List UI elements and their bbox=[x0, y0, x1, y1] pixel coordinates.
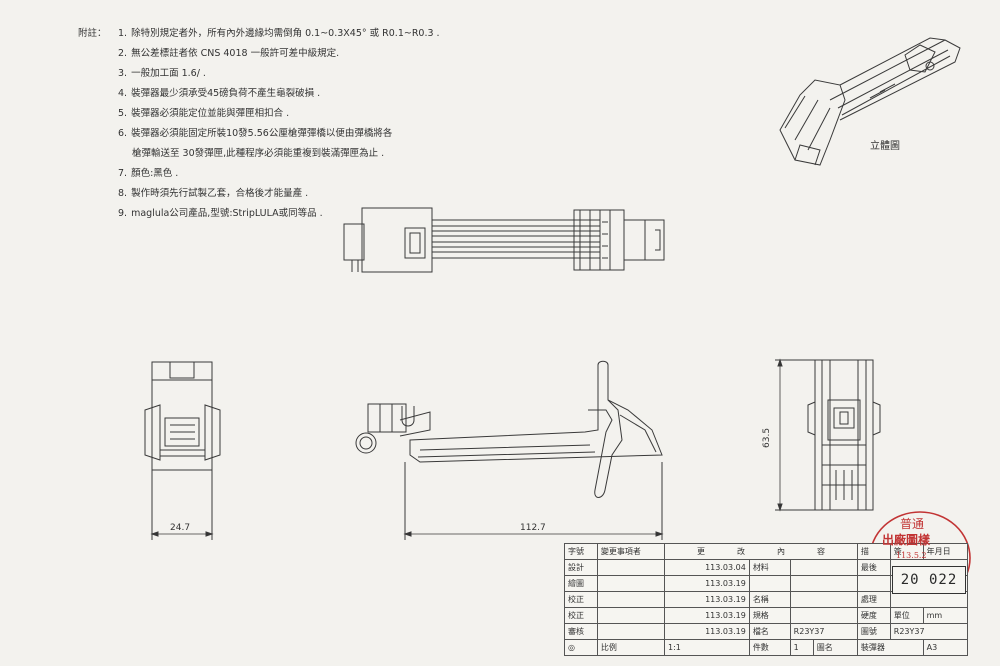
note-item: 6.裝彈器必須能固定所裝10發5.56公厘槍彈彈橋以便由彈橋將各槍彈輸送至 30… bbox=[118, 124, 598, 164]
note-text: 一般加工面 1.6/ . bbox=[131, 68, 206, 79]
stamp-line-1: 普通 bbox=[900, 517, 925, 531]
note-item: 2.無公差標註者依 CNS 4018 一般許可差中級規定. bbox=[118, 44, 598, 64]
unit-label-cell: 單位 bbox=[889, 607, 924, 624]
note-text: 裝彈器必須能定位並能與彈匣相扣合 . bbox=[131, 108, 290, 119]
note-number: 6. bbox=[118, 128, 128, 139]
date-cell: 113.03.19 bbox=[664, 623, 750, 640]
left-end-view bbox=[144, 361, 221, 540]
label-cell: 材料 bbox=[748, 559, 791, 576]
role-cell: 校正 bbox=[564, 607, 598, 624]
stamp-number: 20 022 bbox=[900, 572, 958, 588]
isometric-view-label: 立體圖 bbox=[870, 141, 900, 152]
isometric-view bbox=[779, 37, 961, 166]
note-number: 9. bbox=[118, 208, 128, 219]
notes-heading: 附註： bbox=[78, 28, 107, 39]
note-text: maglula公司產品,型號:StripLULA或同等品 . bbox=[131, 208, 323, 219]
drawing-notes: 附註： 1.除特別規定者外，所有內外邊緣均需倒角 0.1~0.3X45° 或 R… bbox=[78, 24, 598, 224]
right-label-cell: 處理 bbox=[856, 591, 891, 608]
note-text: 無公差標註者依 CNS 4018 一般許可差中級規定. bbox=[131, 48, 340, 59]
right-label-cell bbox=[856, 575, 891, 592]
note-item: 9.maglula公司產品,型號:StripLULA或同等品 . bbox=[118, 204, 598, 224]
qty-label: 件數 bbox=[748, 639, 791, 656]
note-text: 裝彈器最少須承受45磅負荷不產生龜裂破損 . bbox=[131, 88, 321, 99]
qty-value: 1 bbox=[789, 639, 814, 656]
paper-size: A3 bbox=[922, 639, 969, 656]
approval-row: 設計 113.03.04 材料 最後 bbox=[564, 559, 969, 576]
approval-row: 校正 113.03.19 名稱 處理 bbox=[564, 591, 969, 608]
dimension-length: 112.7 bbox=[520, 523, 546, 533]
role-cell: 繪圖 bbox=[564, 575, 598, 592]
title-block: 字號 變更事項者 更 改 內 容 描 簽 年月日 設計 113.03.04 材料… bbox=[564, 543, 969, 656]
note-item: 8.製作時須先行試製乙套，合格後才能量產 . bbox=[118, 184, 598, 204]
label-cell bbox=[748, 575, 791, 592]
footer-row: ◎ 比例 1:1 件數 1 圖名 裝彈器 A3 bbox=[564, 639, 969, 656]
right-label-cell: 最後 bbox=[856, 559, 891, 576]
drawing-no-value: R23Y37 bbox=[889, 623, 969, 640]
role-cell: 審核 bbox=[564, 623, 598, 640]
label-cell: 規格 bbox=[748, 607, 791, 624]
note-text: 製作時須先行試製乙套，合格後才能量產 . bbox=[131, 188, 309, 199]
note-number: 4. bbox=[118, 88, 128, 99]
drawing-no-label: 圖號 bbox=[856, 623, 891, 640]
dimension-width: 24.7 bbox=[170, 523, 191, 533]
stamp-number-box: 20 022 bbox=[892, 566, 966, 594]
note-number: 8. bbox=[118, 188, 128, 199]
right-end-view bbox=[775, 358, 881, 512]
note-item: 5.裝彈器必須能定位並能與彈匣相扣合 . bbox=[118, 104, 598, 124]
drawing-name-value: 裝彈器 bbox=[856, 639, 924, 656]
note-number: 5. bbox=[118, 108, 128, 119]
rev-change-header: 變更事項者 bbox=[596, 543, 666, 560]
approval-row: 審核 113.03.19 檔名 R23Y37 圖號 R23Y37 bbox=[564, 623, 969, 640]
note-item: 4.裝彈器最少須承受45磅負荷不產生龜裂破損 . bbox=[118, 84, 598, 104]
note-continuation: 槍彈輸送至 30發彈匣,此種程序必須能重複到裝滿彈匣為止 . bbox=[132, 148, 385, 159]
approval-row: 校正 113.03.19 規格 硬度 單位 mm bbox=[564, 607, 969, 624]
rev-no-header: 字號 bbox=[564, 543, 598, 560]
projection-symbol: ◎ bbox=[564, 639, 598, 656]
note-item: 7.顏色:黑色 . bbox=[118, 164, 598, 184]
note-item: 1.除特別規定者外，所有內外邊緣均需倒角 0.1~0.3X45° 或 R0.1~… bbox=[118, 24, 598, 44]
note-number: 7. bbox=[118, 168, 128, 179]
date-cell: 113.03.19 bbox=[664, 607, 750, 624]
stamp-line-2: 出廠圖樣 bbox=[882, 533, 931, 547]
drawing-name-label: 圖名 bbox=[812, 639, 858, 656]
note-text: 顏色:黑色 . bbox=[131, 168, 179, 179]
file-name-value: R23Y37 bbox=[789, 623, 858, 640]
date-cell: 113.03.19 bbox=[664, 591, 750, 608]
note-text: 裝彈器必須能固定所裝10發5.56公厘槍彈彈橋以便由彈橋將各 bbox=[131, 128, 393, 139]
note-number: 1. bbox=[118, 28, 128, 39]
right-label-cell: 硬度 bbox=[856, 607, 891, 624]
dimension-height: 63.5 bbox=[762, 427, 772, 448]
note-item: 3.一般加工面 1.6/ . bbox=[118, 64, 598, 84]
side-view bbox=[355, 360, 664, 540]
top-view bbox=[343, 207, 665, 273]
scale-value: 1:1 bbox=[664, 639, 750, 656]
note-text: 除特別規定者外，所有內外邊緣均需倒角 0.1~0.3X45° 或 R0.1~R0… bbox=[131, 28, 440, 39]
role-cell: 校正 bbox=[564, 591, 598, 608]
scale-label: 比例 bbox=[596, 639, 666, 656]
file-name-label: 檔名 bbox=[748, 623, 791, 640]
stamp-date: 113.5.2 bbox=[896, 551, 927, 560]
note-number: 3. bbox=[118, 68, 128, 79]
rev-content-header: 更 改 內 容 bbox=[664, 543, 858, 560]
notes-list: 1.除特別規定者外，所有內外邊緣均需倒角 0.1~0.3X45° 或 R0.1~… bbox=[78, 24, 598, 224]
unit-cell: mm bbox=[922, 607, 969, 624]
date-cell: 113.03.04 bbox=[664, 559, 750, 576]
role-cell: 設計 bbox=[564, 559, 598, 576]
date-cell: 113.03.19 bbox=[664, 575, 750, 592]
note-number: 2. bbox=[118, 48, 128, 59]
label-cell: 名稱 bbox=[748, 591, 791, 608]
revision-header-row: 字號 變更事項者 更 改 內 容 描 簽 年月日 bbox=[564, 543, 969, 560]
